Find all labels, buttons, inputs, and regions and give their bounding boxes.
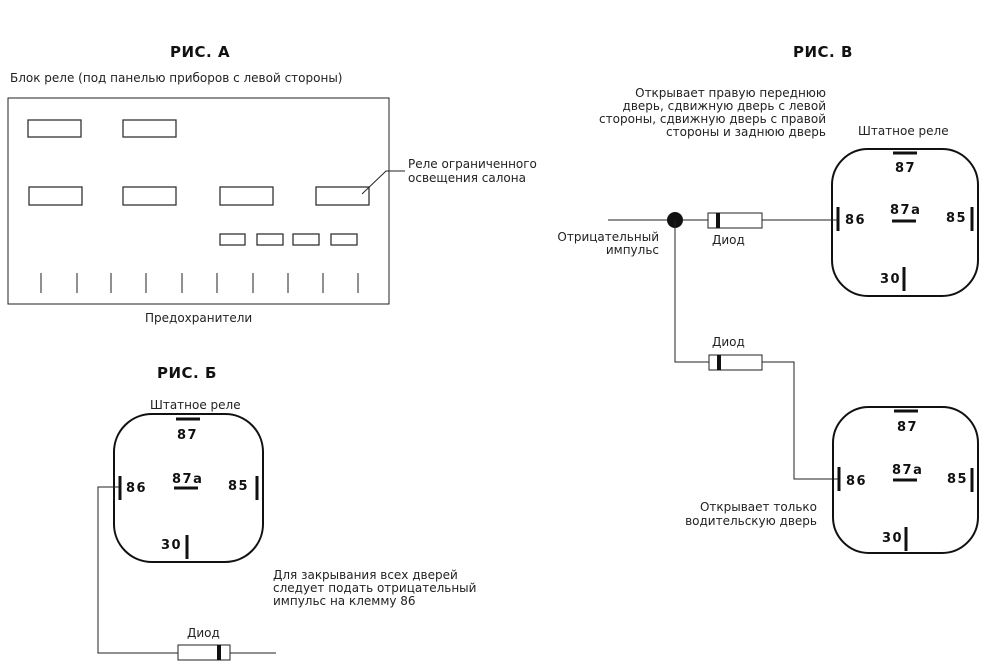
relay-block-outline [7,97,390,305]
pin-87-label: 87 [895,161,916,176]
wire [97,486,178,654]
pin-30-label: 30 [161,538,182,553]
diode-label: Диод [187,626,220,640]
pin-87-label: 87 [177,428,198,443]
figure-b-title: РИС. Б [157,364,217,382]
note-line1: Для закрывания всех дверей [273,568,458,582]
top-note-line2: дверь, сдвижную дверь с левой [623,99,826,113]
interior-light-relay [315,186,370,206]
relay-outline [831,148,979,297]
bottom-note-line1: Открывает только [700,500,817,514]
pin-30-label: 30 [880,272,901,287]
relay-lower: 87 87a 86 85 30 [832,406,979,554]
relay-upper: 87 87a 86 85 30 [831,148,979,297]
relay-slot [122,119,177,138]
diode-upper [707,212,763,229]
relay-slot [122,186,177,206]
pin-87a-label: 87a [892,463,923,478]
top-note: Открывает правую переднюю дверь, сдвижну… [599,86,826,139]
pin-85-label: 85 [228,479,249,494]
relay-slot [28,186,83,206]
relay-block-caption: Блок реле (под панелью приборов с левой … [10,71,342,85]
figure-a-title: РИС. А [170,43,230,61]
fuse-row [40,273,359,293]
pin-85-label: 85 [946,211,967,226]
pin-85-label: 85 [947,472,968,487]
diode-upper-label: Диод [712,233,745,247]
diode-symbol [177,644,231,661]
leader-line [361,170,405,195]
fuses-label: Предохранители [145,311,252,325]
note-line3: импульс на клемму 86 [273,594,416,608]
interior-relay-label-line1: Реле ограниченного [408,157,537,171]
figure-c: РИС. В Открывает правую переднюю дверь, … [557,43,979,554]
pin-86-label: 86 [846,474,867,489]
top-note-line1: Открывает правую переднюю [635,86,826,100]
impulse-label-line1: Отрицательный [557,230,659,244]
relay-outline [832,406,979,554]
small-relay-slot [219,233,246,246]
top-note-line3: стороны, сдвижную дверь с правой [599,112,826,126]
pin-30-label: 30 [882,531,903,546]
interior-relay-label-line2: освещения салона [408,171,526,185]
figure-c-title: РИС. В [793,43,853,61]
pin-87-label: 87 [897,420,918,435]
small-relay-slot [256,233,284,246]
small-relay-slot [330,233,358,246]
small-relay-slot [292,233,320,246]
figure-b: РИС. Б Штатное реле 87 87a 86 85 30 Для … [97,364,476,661]
wire [762,361,838,480]
relay-title: Штатное реле [858,124,949,138]
relay-title: Штатное реле [150,398,241,412]
diode-lower-label: Диод [712,335,745,349]
diode-lower [708,354,763,371]
relay-outline [113,413,264,563]
relay-slot [219,186,274,206]
wire [674,220,709,363]
pin-87a-label: 87a [172,472,203,487]
pin-86-label: 86 [845,213,866,228]
pin-86-label: 86 [126,481,147,496]
bottom-note-line2: водительскую дверь [685,514,817,528]
top-note-line4: стороны и заднюю дверь [666,125,826,139]
note-line2: следует подать отрицательный [273,581,476,595]
pin-87a-label: 87a [890,203,921,218]
figure-a: РИС. А Блок реле (под панелью приборов с… [7,43,537,325]
impulse-label-line2: импульс [606,243,659,257]
relay-slot [27,119,82,138]
